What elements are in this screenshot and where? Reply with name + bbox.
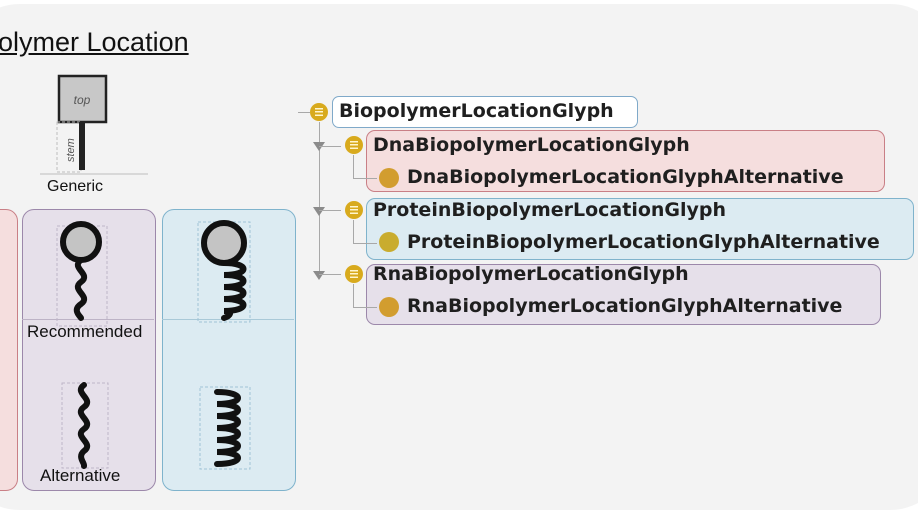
protein-recommended-glyph — [197, 220, 251, 323]
rna-child-connector-h — [353, 307, 377, 308]
dna-node-label: DnaBiopolymerLocationGlyph — [373, 134, 690, 156]
tree-trunk — [319, 122, 320, 272]
generic-stem-label: stem — [65, 138, 77, 162]
protein-individual-icon — [379, 232, 399, 252]
tree-root-connector — [298, 112, 310, 113]
protein-expand-arrow[interactable] — [313, 207, 325, 216]
rna-alt-label: RnaBiopolymerLocationGlyphAlternative — [407, 295, 843, 317]
dna-group-box[interactable] — [366, 130, 885, 192]
dna-class-icon — [345, 136, 363, 154]
root-node-label: BiopolymerLocationGlyph — [339, 100, 614, 122]
page-title: olymer Location — [0, 27, 189, 57]
dna-alt-label: DnaBiopolymerLocationGlyphAlternative — [407, 166, 844, 188]
recommended-label: Recommended — [27, 322, 143, 341]
generic-top-label: top — [74, 93, 91, 107]
rna-individual-icon — [379, 297, 399, 317]
protein-alt-label: ProteinBiopolymerLocationGlyphAlternativ… — [407, 231, 880, 253]
root-class-icon — [310, 103, 328, 121]
rna-recommended-glyph — [56, 221, 108, 327]
protein-group-box[interactable] — [366, 198, 914, 260]
dna-child-connector-v — [353, 155, 354, 179]
rna-connector — [319, 274, 341, 275]
rna-expand-arrow[interactable] — [313, 271, 325, 280]
rna-alternative-glyph — [61, 382, 109, 469]
alternative-label: Alternative — [40, 466, 121, 485]
generic-glyph: top stem — [40, 74, 148, 175]
protein-class-icon — [345, 201, 363, 219]
rna-child-connector-v — [353, 284, 354, 308]
protein-alternative-glyph — [199, 386, 251, 470]
protein-child-connector-h — [353, 243, 377, 244]
rna-class-icon — [345, 265, 363, 283]
rna-box-divider — [22, 319, 154, 320]
rna-node-label: RnaBiopolymerLocationGlyph — [373, 263, 689, 285]
dna-child-connector-h — [353, 178, 377, 179]
root-node-box[interactable] — [332, 96, 638, 128]
dna-individual-icon — [379, 168, 399, 188]
dna-glyph-box — [0, 209, 18, 491]
generic-label: Generic — [47, 178, 104, 195]
dna-connector — [319, 146, 341, 147]
protein-connector — [319, 210, 341, 211]
protein-child-connector-v — [353, 220, 354, 244]
protein-node-label: ProteinBiopolymerLocationGlyph — [373, 199, 727, 221]
rna-group-box[interactable] — [366, 264, 881, 325]
